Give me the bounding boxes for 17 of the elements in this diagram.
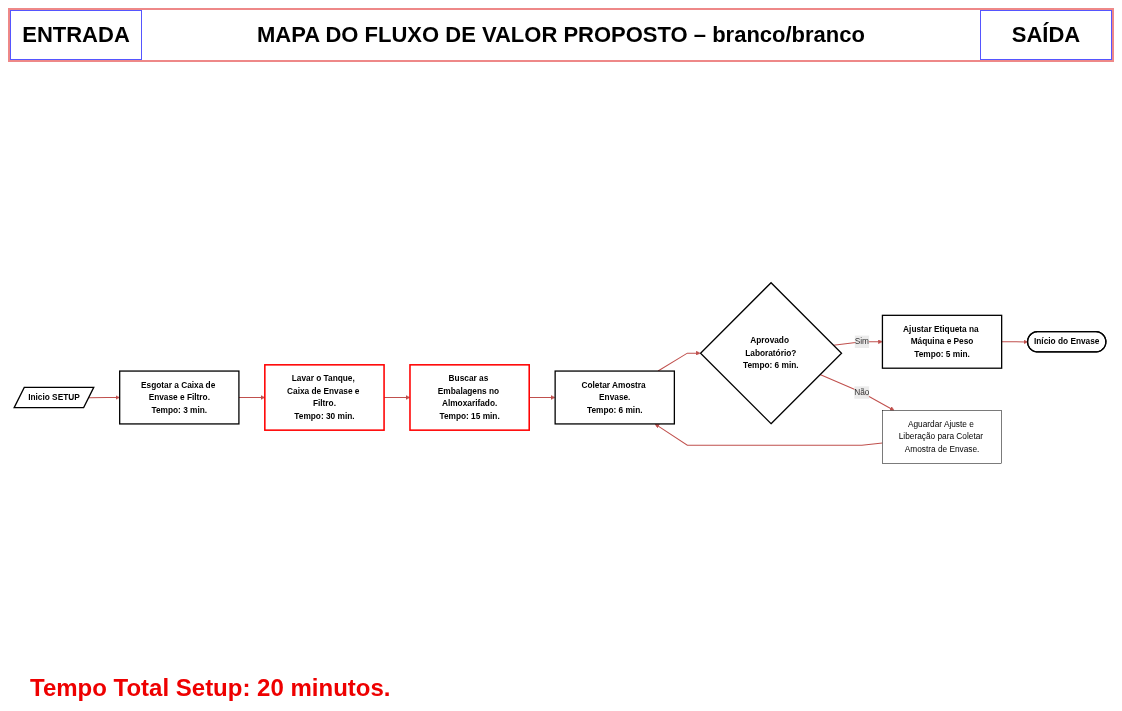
arrow [819, 373, 895, 411]
caption: Tempo Total Setup: 20 minutos. [30, 673, 391, 703]
header-cell: ENTRADA [10, 10, 142, 60]
node-box: Ajustar Etiqueta na Máquina e Peso Tempo: 5 min. [881, 314, 1003, 369]
node-box: Aguardar Ajuste e Liberação para Coletar Amostra de Envase. [882, 410, 1002, 464]
arrow [88, 395, 120, 400]
edge-label: Sim [854, 337, 869, 346]
header-cell: SAÍDA [980, 10, 1112, 60]
node-box: Esgotar a Caixa de Envase e Filtro. Tempo: 3 min. [119, 370, 240, 425]
title: MAPA DO FLUXO DE VALOR PROPOSTO – branco/branco [256, 21, 866, 49]
node-diamond: Aprovado Laboratório? Tempo: 6 min. [699, 281, 843, 425]
arrow [657, 350, 701, 372]
node-box: Buscar as Embalagens no Almoxarifado. Tempo: 15 min. [409, 364, 530, 431]
arrow [654, 423, 883, 446]
edge-label: Não [854, 387, 870, 397]
node-box: Coletar Amostra Envase. Tempo: 6 min. [554, 370, 675, 425]
node-box: Lavar o Tanque, Caixa de Envase e Filtro. Tempo: 30 min. [264, 364, 385, 431]
